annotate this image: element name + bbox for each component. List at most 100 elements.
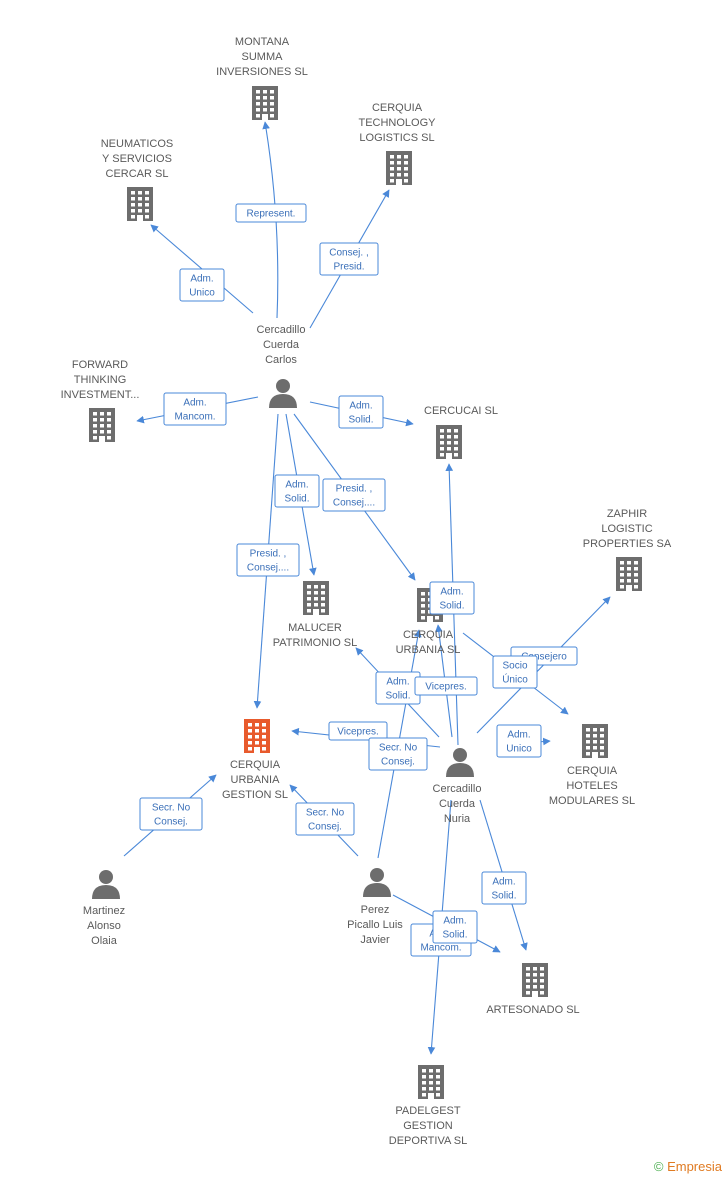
edge-label-text: Represent. [247,209,296,220]
edge-label-box [236,543,300,577]
edge-label[interactable]: Adm. Solid. [432,910,478,944]
person-icon [269,379,297,408]
edge-label[interactable]: Adm.Solid. [274,474,320,508]
edge-label-text: Adm. [492,877,515,888]
node-label: Javier [360,934,390,946]
node-label: MONTANA [235,36,290,48]
node-label: Cercadillo [433,783,482,795]
node-label: Picallo Luis [347,919,403,931]
node-label: Cercadillo [257,324,306,336]
node-label: Alonso [87,920,121,932]
node-label: Olaia [91,935,118,947]
edge-label-box [179,268,225,302]
node-label: CERQUIA [230,759,281,771]
node-label: MALUCER [288,622,342,634]
node-label: FORWARD [72,359,128,371]
node-forward[interactable]: FORWARDTHINKINGINVESTMENT... [61,359,140,442]
edge-label-text: Unico [189,288,215,299]
node-label: PADELGEST [395,1105,460,1117]
edge-label[interactable]: Adm.Solid. [338,395,384,429]
edge-label[interactable]: Adm.Mancom. [163,392,227,426]
node-label: LOGISTICS SL [359,132,434,144]
edge-label-text: Consej. [381,757,415,768]
edge-label[interactable]: Presid. ,Consej.... [236,543,300,577]
node-label: ARTESONADO SL [486,1004,579,1016]
building-icon [616,557,642,591]
node-label: DEPORTIVA SL [389,1135,467,1147]
node-label: INVERSIONES SL [216,66,308,78]
node-label: PROPERTIES SA [583,538,672,550]
node-cercucai[interactable]: CERCUCAI SL [424,405,498,459]
node-label: GESTION [403,1120,453,1132]
edge-label-box [414,676,478,696]
building-icon [436,425,462,459]
node-label: NEUMATICOS [101,138,174,150]
node-label: LOGISTIC [601,523,652,535]
building-icon [582,724,608,758]
edge-label-text: Solid. [439,601,464,612]
edge-label-text: Presid. , [336,484,373,495]
edge-label-text: Solid. [348,415,373,426]
building-icon [89,408,115,442]
edge-label-box [274,474,320,508]
node-montana[interactable]: MONTANA SUMMA INVERSIONES SL [216,36,308,120]
building-icon [303,581,329,615]
edge-label-text: Presid. [333,262,364,273]
building-icon [522,963,548,997]
edge-label-box [139,797,203,831]
copyright: © Empresia [654,1159,722,1174]
edge-label-text: Solid. [442,930,467,941]
edge-label[interactable]: Vicepres. [414,676,478,696]
edge-label-box [235,203,307,223]
node-label: Carlos [265,354,297,366]
edge-label-text: Adm. [190,274,213,285]
edge-label[interactable]: Adm. Solid. [481,871,527,905]
edge-label-text: Adm. [507,730,530,741]
edge-label-box [338,395,384,429]
edge-label-box [368,737,428,771]
edge-label[interactable]: Adm.Solid. [375,671,421,705]
edge-label[interactable]: Consej. ,Presid. [319,242,379,276]
node-label: CERQUIA [372,102,423,114]
edge-label[interactable]: Presid. ,Consej.... [322,478,386,512]
edge-label-text: Secr. No [152,803,191,814]
node-artesonado[interactable]: ARTESONADO SL [486,963,580,1016]
node-label: CERCAR SL [106,168,169,180]
node-label: PATRIMONIO SL [273,637,358,649]
edge-label-text: Solid. [491,891,516,902]
edge-label[interactable]: Vicepres. [328,721,388,741]
node-malucer[interactable]: MALUCER PATRIMONIO SL [273,581,358,649]
edge-label[interactable]: Adm.Solid. [429,581,475,615]
edge-label[interactable]: Adm. Unico [496,724,542,758]
edge-label-text: Adm. [443,916,466,927]
edge-label-text: Adm. [285,480,308,491]
node-label: CERCUCAI SL [424,405,498,417]
edge-label-text: Mancom. [420,943,461,954]
node-label: MODULARES SL [549,795,635,807]
node-padelgest[interactable]: PADELGEST GESTION DEPORTIVA SL [389,1065,467,1147]
edge-label[interactable]: Represent. [235,203,307,223]
edge-label-box [496,724,542,758]
node-label: Nuria [444,813,471,825]
node-label: HOTELES [566,780,617,792]
node-label: SUMMA [242,51,284,63]
building-icon [244,719,270,753]
edge-label-text: Unico [506,744,532,755]
edge-label-box [481,871,527,905]
node-label: Cuerda [439,798,476,810]
edge-label[interactable]: Adm. Unico [179,268,225,302]
